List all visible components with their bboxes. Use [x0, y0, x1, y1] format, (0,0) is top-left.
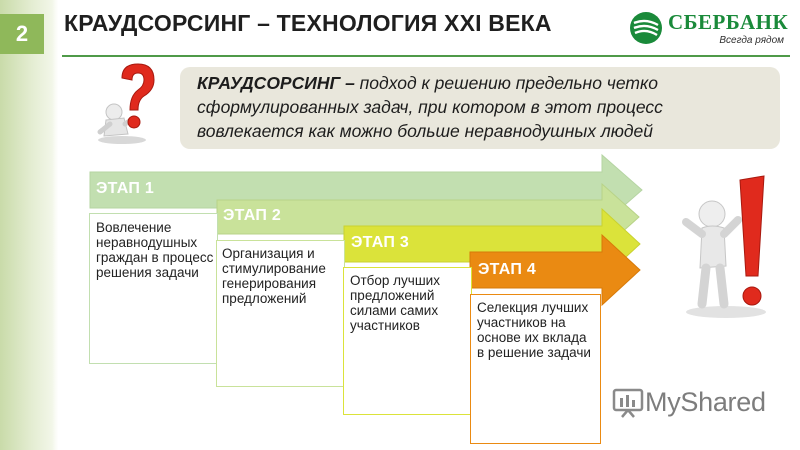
exclamation-mark-figure-icon: [682, 175, 766, 318]
left-decorative-strip: [0, 0, 58, 450]
sberbank-logo-icon: [630, 12, 662, 44]
definition-box: [180, 67, 780, 149]
stage-3-box: [343, 267, 472, 415]
stage-2-label: ЭТАП 2: [223, 207, 282, 224]
logo-slogan: Всегда рядом: [719, 35, 784, 46]
stage-3-label: ЭТАП 3: [351, 234, 410, 251]
stage-1-label: ЭТАП 1: [96, 180, 155, 197]
definition-body: подход к решению предельно четко сформул…: [197, 73, 663, 141]
stage-1-description: Вовлечение неравнодушных граждан в проце…: [96, 220, 214, 280]
myshared-logo-icon: [612, 388, 644, 418]
stage-2-box: [216, 240, 345, 387]
stage-2-description: Организация и стимулирование генерирован…: [222, 246, 326, 306]
stage-4-box: [470, 294, 601, 444]
stage-4-label: ЭТАП 4: [478, 261, 537, 278]
question-mark-figure-icon: [97, 63, 155, 144]
slide-number: 2: [0, 14, 44, 54]
title-divider: [62, 55, 790, 57]
stage-4-description: Селекция лучших участников на основе их …: [477, 300, 591, 360]
stage-3-description: Отбор лучших предложений силами самих уч…: [350, 273, 440, 333]
logo-name: СБЕРБАНК: [668, 10, 789, 34]
watermark-text: MyShared: [645, 387, 766, 417]
slide-title: КРАУДСОРСИНГ – ТЕХНОЛОГИЯ XXI ВЕКА: [64, 10, 552, 36]
sberbank-logo: СБЕРБАНК Всегда рядом: [628, 8, 788, 48]
stage-4-arrow: [469, 233, 641, 307]
definition-term: КРАУДСОРСИНГ –: [197, 73, 355, 93]
definition-text: КРАУДСОРСИНГ – подход к решению предельн…: [197, 71, 772, 143]
